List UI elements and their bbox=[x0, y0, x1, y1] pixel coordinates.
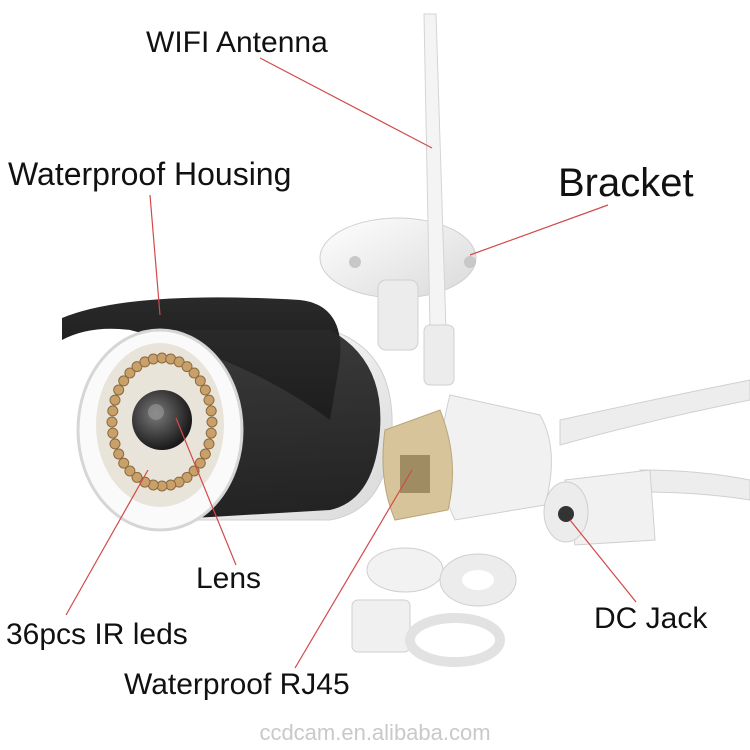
label-wifi-antenna: WIFI Antenna bbox=[146, 26, 328, 59]
wifi-antenna-illustration bbox=[423, 13, 455, 386]
ir-led bbox=[109, 438, 121, 450]
ir-led bbox=[109, 394, 121, 406]
ir-led bbox=[106, 416, 118, 428]
dc-jack-illustration bbox=[543, 469, 750, 546]
leader-dc-jack bbox=[569, 519, 637, 603]
ir-led bbox=[194, 457, 206, 469]
ir-led bbox=[188, 367, 200, 379]
ir-led bbox=[173, 356, 185, 368]
ir-led bbox=[181, 471, 193, 483]
ir-led bbox=[107, 405, 119, 417]
ir-led bbox=[199, 448, 211, 460]
watermark: ccdcam.en.alibaba.com bbox=[259, 720, 491, 745]
label-lens: Lens bbox=[196, 562, 262, 595]
label-waterproof-housing: Waterproof Housing bbox=[8, 156, 292, 192]
ir-led bbox=[131, 471, 143, 483]
ir-led bbox=[124, 367, 136, 379]
ir-led bbox=[113, 448, 125, 460]
ir-led bbox=[124, 465, 136, 477]
rj45-connector-illustration bbox=[382, 379, 750, 521]
label-dc-jack: DC Jack bbox=[594, 602, 708, 635]
label-bracket: Bracket bbox=[558, 161, 694, 205]
ir-led bbox=[113, 384, 125, 396]
ir-led bbox=[203, 438, 215, 450]
leader-rj45 bbox=[294, 469, 413, 669]
label-waterproof-rj45: Waterproof RJ45 bbox=[124, 668, 350, 701]
ir-led bbox=[205, 427, 217, 439]
ir-led bbox=[181, 361, 193, 373]
leader-bracket bbox=[469, 204, 609, 256]
leader-housing bbox=[149, 194, 161, 316]
label-ir-leds: 36pcs IR leds bbox=[6, 618, 188, 651]
ir-led bbox=[107, 427, 119, 439]
ir-led bbox=[205, 405, 217, 417]
ir-led bbox=[131, 361, 143, 373]
ir-led bbox=[203, 394, 215, 406]
ir-led bbox=[194, 375, 206, 387]
ir-led bbox=[118, 375, 130, 387]
ir-led-ring bbox=[106, 352, 218, 492]
leader-wifi-antenna bbox=[259, 57, 433, 149]
ir-led bbox=[206, 416, 218, 428]
leader-ir-leds bbox=[65, 469, 149, 616]
leader-lens bbox=[175, 417, 237, 566]
waterproof-seal-parts bbox=[351, 547, 517, 667]
ir-led bbox=[199, 384, 211, 396]
ir-led bbox=[118, 457, 130, 469]
